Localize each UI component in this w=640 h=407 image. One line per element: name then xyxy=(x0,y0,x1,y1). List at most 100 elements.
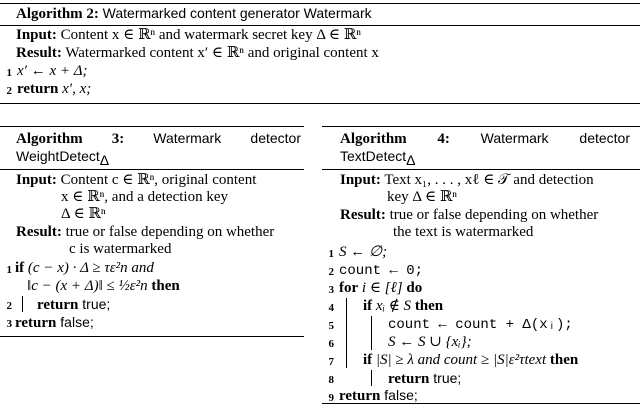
alg2-line-2-text: x′, x; xyxy=(58,81,92,97)
alg4-line-7: if |S| ≥ λ and count ≥ |S|ε²τtext then xyxy=(363,352,578,369)
alg2-input: Input: Content x ∈ ℝⁿ and watermark secr… xyxy=(16,27,361,44)
alg3-block-bar xyxy=(22,296,23,312)
alg3-line-3-text: false; xyxy=(56,314,94,330)
alg4-title: Algorithm 4: Watermark detector xyxy=(340,130,630,148)
alg3-title: Algorithm 3: Watermark detector xyxy=(16,130,301,148)
alg4-title-name: TextDetect xyxy=(340,148,407,164)
alg3-title-sub: Δ xyxy=(99,152,110,168)
alg3-line-1-cont: ‖c − (x + Δ)‖ ≤ ½ε²n then xyxy=(27,278,180,295)
alg4-input: Input: Text x₁, . . . , xℓ ∈ 𝒯 and detec… xyxy=(340,172,594,189)
alg2-line-1: x′ ← x + Δ; xyxy=(17,63,88,80)
alg4-title-label: Algorithm 4: xyxy=(340,131,450,147)
alg4-line-9: return false; xyxy=(339,387,418,405)
alg4-line-4-text: xᵢ ∉ S xyxy=(372,298,415,314)
alg4-line-number: 8 xyxy=(328,374,335,386)
alg3-line-1-text: (c − x) · Δ ≥ τε²n and xyxy=(24,260,154,276)
alg4-bottom-rule xyxy=(322,403,640,404)
then-keyword: then xyxy=(147,278,180,294)
alg3-input: Input: Content c ∈ ℝⁿ, original content xyxy=(16,172,256,189)
alg4-line-number: 1 xyxy=(328,248,335,260)
alg4-line-number: 4 xyxy=(328,302,335,314)
return-keyword: return xyxy=(37,297,79,313)
return-keyword: return xyxy=(17,81,59,97)
alg3-line-1-cont-text: ‖c − (x + Δ)‖ ≤ ½ε²n xyxy=(27,278,148,294)
alg4-title-rule xyxy=(322,169,640,170)
do-keyword: do xyxy=(406,280,423,296)
alg3-input-label: Input: xyxy=(16,172,57,188)
alg2-line-2: return x′, x; xyxy=(17,81,91,98)
alg3-title-name-line: WeightDetectΔ xyxy=(16,148,110,168)
alg2-bottom-rule xyxy=(0,103,640,104)
alg4-line-8: return true; xyxy=(388,370,461,388)
alg4-line-6: S ← S ∪ {xᵢ}; xyxy=(388,334,472,351)
alg4-line-8-text: true; xyxy=(429,370,462,386)
alg3-result: Result: true or false depending on wheth… xyxy=(16,224,274,241)
alg4-top-rule xyxy=(322,126,640,127)
alg4-line-number: 6 xyxy=(328,338,335,350)
alg3-line-number: 1 xyxy=(6,264,13,276)
alg4-result: Result: true or false depending on wheth… xyxy=(340,207,598,224)
alg3-top-rule xyxy=(0,126,304,127)
alg4-result-line-1: true or false depending on whether xyxy=(389,207,599,223)
alg4-line-number: 7 xyxy=(328,356,335,368)
alg4-result-line-2: the text is watermarked xyxy=(393,224,534,240)
alg4-line-number: 5 xyxy=(328,320,335,332)
alg2-result-label: Result: xyxy=(16,45,62,61)
alg4-if2-block-bar xyxy=(371,370,372,386)
alg3-title-rule xyxy=(0,169,304,170)
alg4-line-5: count ← count + Δ(xᵢ); xyxy=(388,316,573,334)
return-keyword: return xyxy=(15,315,57,331)
then-keyword: then xyxy=(414,298,444,314)
alg4-input-label: Input: xyxy=(340,172,381,188)
alg3-result-label: Result: xyxy=(16,224,62,240)
alg3-result-line-2: c is watermarked xyxy=(69,241,172,257)
alg3-input-line-1: Content c ∈ ℝⁿ, original content xyxy=(60,172,257,188)
alg2-title-name: Watermarked content generator Watermark xyxy=(102,5,372,21)
alg2-title: Algorithm 2: Watermarked content generat… xyxy=(16,5,372,23)
alg2-line-1-text: x′ ← x + Δ; xyxy=(17,63,88,79)
alg4-line-4: if xᵢ ∉ S then xyxy=(363,298,443,315)
alg2-result-text: Watermarked content x′ ∈ ℝⁿ and original… xyxy=(65,45,379,61)
alg2-title-rule xyxy=(0,25,640,26)
alg4-line-6-text: S ← S ∪ {xᵢ}; xyxy=(388,334,472,350)
alg4-line-number: 3 xyxy=(328,284,335,296)
top-rule xyxy=(0,3,640,4)
alg4-line-1: S ← ∅; xyxy=(339,244,387,261)
return-keyword: return xyxy=(388,371,430,387)
if-keyword: if xyxy=(363,352,373,368)
alg4-input-line-1: Text x₁, . . . , xℓ ∈ 𝒯 and detection xyxy=(384,172,594,188)
alg4-line-3-text: i ∈ [ℓ] xyxy=(358,280,407,296)
alg3-input-line-3: Δ ∈ ℝⁿ xyxy=(61,206,106,222)
alg2-line-number: 2 xyxy=(6,85,13,97)
if-keyword: if xyxy=(15,260,25,276)
alg3-title-label: Algorithm 3: xyxy=(16,131,125,147)
alg4-line-5-text: count ← count + Δ(xᵢ); xyxy=(388,317,573,333)
alg4-line-number: 2 xyxy=(328,266,335,278)
alg2-input-label: Input: xyxy=(16,27,57,43)
alg3-line-2-text: true; xyxy=(78,296,111,312)
alg3-input-line-2: x ∈ ℝⁿ, and a detection key xyxy=(61,189,228,205)
alg2-result: Result: Watermarked content x′ ∈ ℝⁿ and … xyxy=(16,45,379,62)
alg2-input-text: Content x ∈ ℝⁿ and watermark secret key … xyxy=(60,27,361,43)
alg3-line-3: return false; xyxy=(15,314,94,332)
alg4-input-line-2: key Δ ∈ ℝⁿ xyxy=(387,189,458,205)
return-keyword: return xyxy=(339,388,381,404)
alg4-line-9-text: false; xyxy=(380,387,418,403)
alg3-title-name: WeightDetect xyxy=(16,148,100,164)
alg4-line-2-text: count ← 0; xyxy=(339,263,424,279)
alg4-line-7-text: |S| ≥ λ and count ≥ |S|ε²τtext xyxy=(372,352,550,368)
for-keyword: for xyxy=(339,280,359,296)
alg4-line-2: count ← 0; xyxy=(339,262,423,280)
alg2-line-number: 1 xyxy=(6,67,13,79)
alg4-title-sub: Δ xyxy=(406,152,416,168)
if-keyword: if xyxy=(363,298,373,314)
alg4-title-rest: Watermark detector xyxy=(480,130,631,146)
alg4-line-3: for i ∈ [ℓ] do xyxy=(339,280,422,297)
alg4-for-block-bar xyxy=(346,298,347,368)
then-keyword: then xyxy=(549,352,579,368)
alg3-line-number: 3 xyxy=(6,318,13,330)
alg3-line-1: if (c − x) · Δ ≥ τε²n and xyxy=(15,260,154,277)
alg3-result-line-1: true or false depending on whether xyxy=(65,224,275,240)
alg3-bottom-rule xyxy=(0,336,304,337)
alg3-line-2: return true; xyxy=(37,296,110,314)
